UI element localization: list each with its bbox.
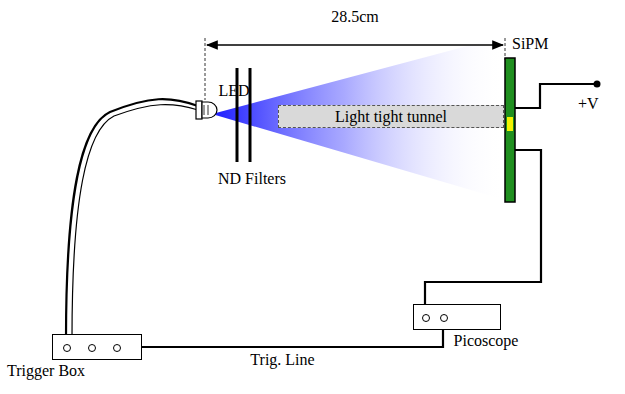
trigger-wire: [142, 330, 443, 347]
box-label: Picoscope: [454, 332, 519, 350]
dimension-extension: [205, 38, 206, 100]
box-label: Trigger Box: [7, 362, 85, 380]
bnc-port: [63, 344, 71, 352]
picoscope-box: Picoscope: [413, 304, 501, 330]
bnc-port: [422, 314, 430, 322]
wire-label: Trig. Line: [250, 351, 314, 369]
bnc-port: [88, 344, 96, 352]
tunnel-box: Light tight tunnel: [278, 105, 504, 128]
sipm-sensor: [507, 117, 513, 131]
led-wire: [72, 105, 198, 338]
box-text: Light tight tunnel: [335, 108, 447, 126]
trigger-box: Trigger Box: [52, 334, 142, 360]
light-cone: [212, 36, 505, 200]
part-label: ND Filters: [218, 170, 286, 188]
dimension-extension: [505, 38, 506, 60]
dimension-label: 28.5cm: [331, 8, 379, 26]
dimension-arrow: [207, 44, 503, 46]
signal-wire: [425, 150, 541, 316]
bnc-port: [113, 344, 121, 352]
part-label: SiPM: [512, 35, 548, 53]
bnc-port: [440, 314, 448, 322]
led-symbol: [196, 101, 217, 119]
sipm-board: [505, 58, 515, 202]
part-label: LED: [218, 82, 249, 100]
bias-terminal: [594, 81, 601, 88]
led-wire: [66, 99, 198, 338]
voltage-label: +V: [578, 95, 599, 113]
